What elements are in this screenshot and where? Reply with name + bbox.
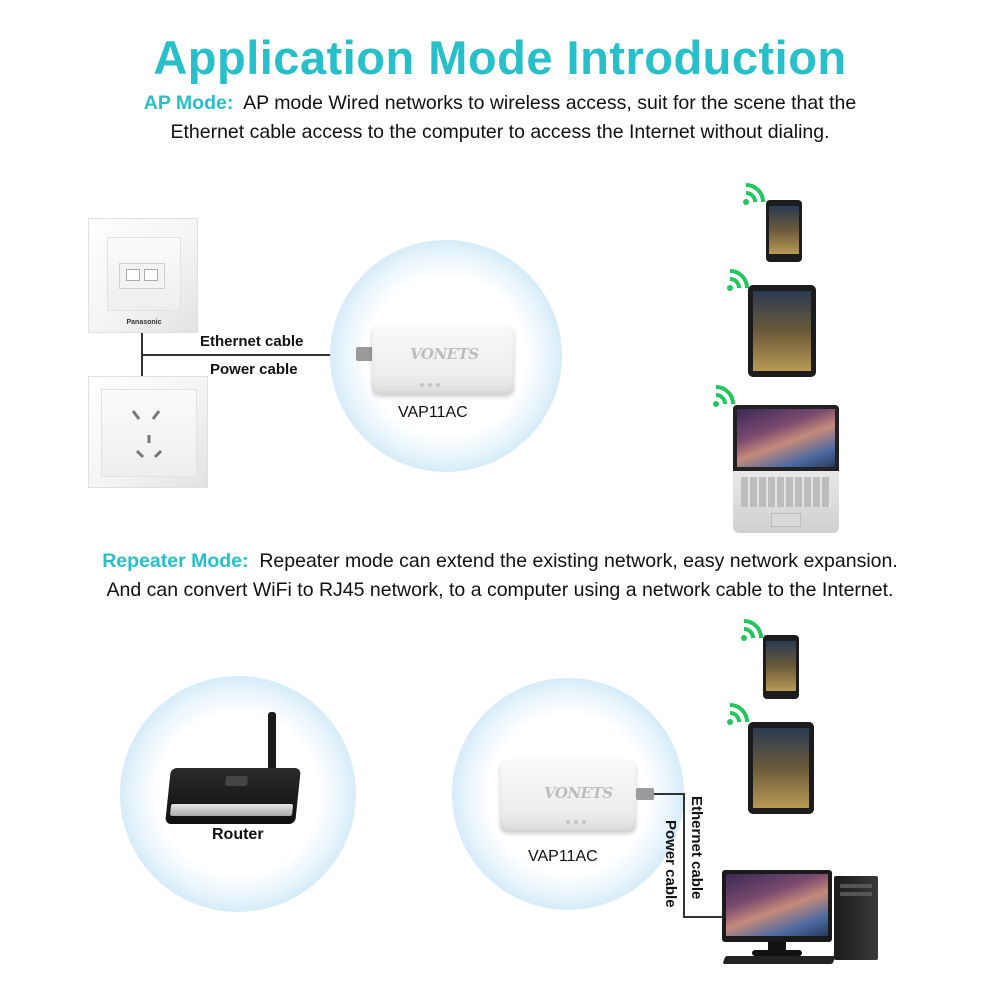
ethernet-socket-icon: Panasonic: [88, 218, 198, 333]
ap-device-label: VAP11AC: [398, 404, 468, 421]
repeater-mode-line2: And can convert WiFi to RJ45 network, to…: [106, 579, 894, 601]
ap-mode-description: AP Mode: AP mode Wired networks to wirel…: [40, 89, 960, 147]
repeater-mode-description: Repeater Mode: Repeater mode can extend …: [20, 547, 980, 605]
ap-vap11ac-device: VONETS: [372, 325, 514, 395]
wifi-icon: [727, 269, 749, 291]
repeater-ethernet-cable-label: Ethernet cable: [688, 796, 705, 900]
router-label: Router: [212, 826, 264, 843]
wifi-icon: [741, 619, 763, 641]
repeater-mode-line1: Repeater mode can extend the existing ne…: [259, 550, 898, 572]
repeater-device-logo: VONETS: [544, 784, 613, 802]
repeater-vap11ac-device: VONETS: [500, 760, 636, 832]
router-icon: [165, 712, 301, 830]
tablet-icon: [748, 285, 816, 377]
ap-ethernet-cable-label: Ethernet cable: [200, 333, 304, 350]
laptop-icon: [733, 405, 839, 533]
phone-icon: [766, 200, 802, 262]
power-outlet-icon: [88, 376, 208, 488]
page-title: Application Mode Introduction: [153, 31, 847, 84]
ap-mode-line2: Ethernet cable access to the computer to…: [170, 121, 830, 143]
phone-icon: [763, 635, 799, 699]
ap-power-cable-label: Power cable: [210, 361, 298, 378]
ap-device-logo: VONETS: [410, 345, 479, 363]
tablet-icon: [748, 722, 814, 814]
wall-brand: Panasonic: [126, 319, 162, 326]
repeater-device-label: VAP11AC: [528, 848, 598, 865]
wifi-icon: [713, 385, 735, 407]
repeater-mode-label: Repeater Mode:: [102, 550, 249, 572]
ap-mode-line1: AP mode Wired networks to wireless acces…: [243, 92, 857, 114]
repeater-cable-plug: [636, 788, 654, 800]
wifi-icon: [727, 703, 749, 725]
ap-cable-plug: [356, 347, 376, 361]
repeater-power-cable-label: Power cable: [662, 820, 679, 908]
desktop-icon: [722, 862, 882, 966]
ap-mode-label: AP Mode:: [143, 92, 234, 114]
wifi-icon: [743, 183, 765, 205]
